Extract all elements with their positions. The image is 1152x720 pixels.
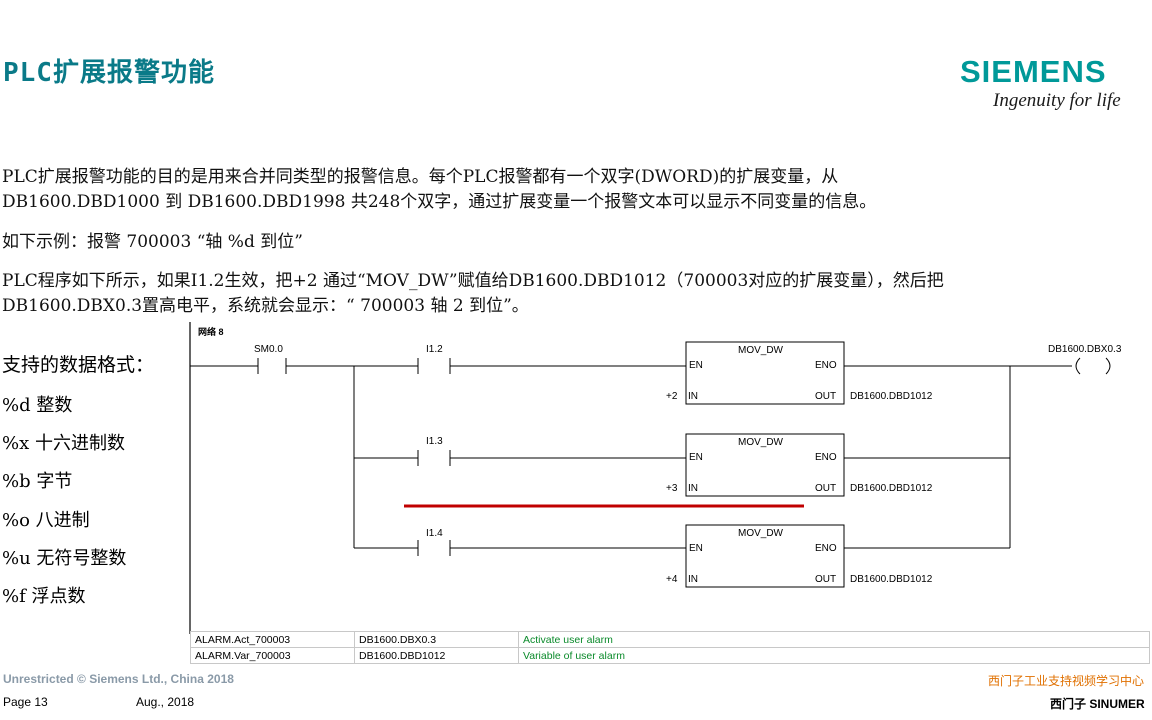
watermark-text: 西门子 SINUMER <box>1050 697 1145 711</box>
format-item: %f 浮点数 <box>2 586 86 607</box>
formats-title: 支持的数据格式： <box>2 354 155 376</box>
in-value: +2 <box>666 391 678 402</box>
out-value: DB1600.DBD1012 <box>850 391 933 402</box>
symbol-table: ALARM.Act_700003 DB1600.DBX0.3 Activate … <box>190 631 1150 664</box>
intro-line-1: PLC扩展报警功能的目的是用来合并同类型的报警信息。每个PLC报警都有一个双字(… <box>2 167 839 187</box>
symbol-cell: ALARM.Var_700003 <box>190 647 355 664</box>
contact-label: I1.3 <box>426 436 443 447</box>
in-label: IN <box>688 391 698 402</box>
contact-label: I1.4 <box>426 528 443 539</box>
sm-contact-label: SM0.0 <box>254 344 283 355</box>
format-item: %o 八进制 <box>2 510 90 531</box>
eno-label: ENO <box>815 452 837 463</box>
program-line-1: PLC程序如下所示，如果I1.2生效，把+2 通过“MOV_DW”赋值给DB16… <box>2 271 944 291</box>
page-number: Page 13 <box>3 695 48 709</box>
comment-cell: Activate user alarm <box>518 631 1150 648</box>
out-label: OUT <box>815 483 836 494</box>
address-cell: DB1600.DBD1012 <box>354 647 519 664</box>
network-label: 网络 8 <box>198 326 224 337</box>
format-item: %b 字节 <box>2 471 73 492</box>
intro-line-2: DB1600.DBD1000 到 DB1600.DBD1998 共248个双字，… <box>2 192 877 212</box>
rung-1: I1.2 MOV_DW EN ENO +2 IN OUT DB1600.DBD1… <box>417 341 1072 405</box>
out-label: OUT <box>815 391 836 402</box>
format-item: %x 十六进制数 <box>2 433 125 454</box>
address-cell: DB1600.DBX0.3 <box>354 631 519 648</box>
mov-box <box>685 433 845 497</box>
out-value: DB1600.DBD1012 <box>850 483 933 494</box>
in-label: IN <box>688 574 698 585</box>
box-title: MOV_DW <box>738 528 784 539</box>
en-label: EN <box>689 360 703 371</box>
coil-label: DB1600.DBX0.3 <box>1048 344 1122 355</box>
program-line-2: DB1600.DBX0.3置高电平，系统就会显示：“ 700003 轴 2 到位… <box>2 296 529 316</box>
format-item: %u 无符号整数 <box>2 548 127 569</box>
page-title: PLC扩展报警功能 <box>3 58 215 88</box>
siemens-logo: SIEMENS <box>960 54 1107 89</box>
date: Aug., 2018 <box>136 695 195 709</box>
watermark-text: 西门子工业支持视频学习中心 <box>988 674 1145 688</box>
rung-3: I1.4 MOV_DW EN ENO +4 IN OUT DB1600.DBD1… <box>354 524 1010 588</box>
copyright: Unrestricted © Siemens Ltd., China 2018 <box>3 672 234 686</box>
en-label: EN <box>689 543 703 554</box>
rung-2: I1.3 MOV_DW EN ENO +3 IN OUT DB1600.DBD1… <box>354 433 1010 497</box>
comment-cell: Variable of user alarm <box>518 647 1150 664</box>
in-value: +4 <box>666 574 678 585</box>
out-label: OUT <box>815 574 836 585</box>
coil <box>1075 357 1081 375</box>
out-value: DB1600.DBD1012 <box>850 574 933 585</box>
contact-label: I1.2 <box>426 344 443 355</box>
eno-label: ENO <box>815 543 837 554</box>
eno-label: ENO <box>815 360 837 371</box>
ladder-diagram: 网络 8 SM0.0 I1.2 MOV_DW EN ENO +2 IN OUT … <box>188 322 1152 634</box>
table-row: ALARM.Act_700003 DB1600.DBX0.3 Activate … <box>190 631 1150 648</box>
symbol-cell: ALARM.Act_700003 <box>190 631 355 648</box>
example-line: 如下示例：报警 700003 “轴 %d 到位” <box>2 232 303 252</box>
in-label: IN <box>688 483 698 494</box>
mov-box <box>685 524 845 588</box>
mov-box <box>685 341 845 405</box>
table-row: ALARM.Var_700003 DB1600.DBD1012 Variable… <box>190 647 1150 664</box>
en-label: EN <box>689 452 703 463</box>
box-title: MOV_DW <box>738 437 784 448</box>
format-item: %d 整数 <box>2 395 73 416</box>
logo-tagline: Ingenuity for life <box>993 90 1121 111</box>
box-title: MOV_DW <box>738 345 784 356</box>
in-value: +3 <box>666 483 678 494</box>
